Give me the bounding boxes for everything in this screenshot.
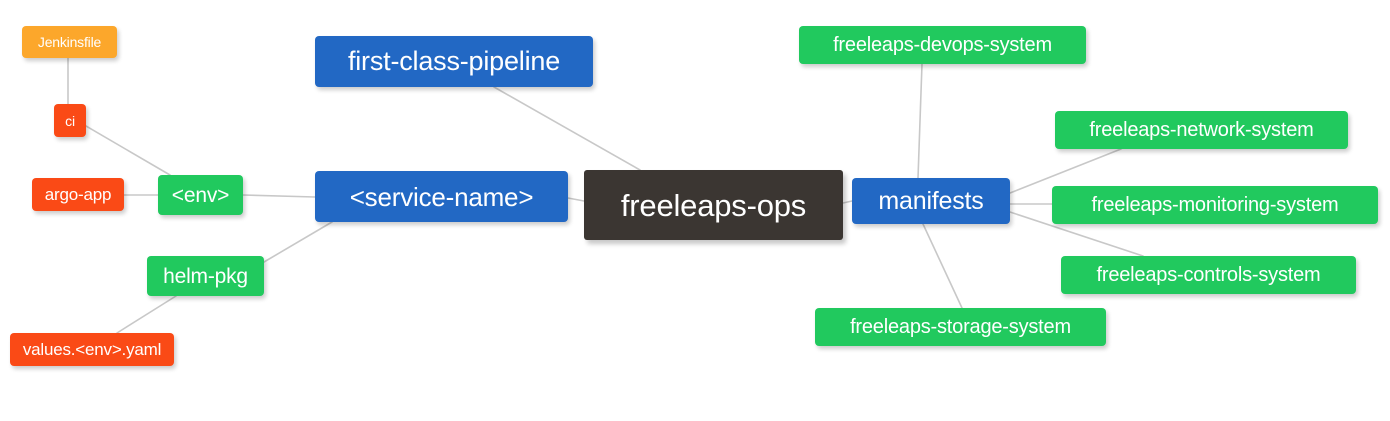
node-freeleaps-storage-system[interactable]: freeleaps-storage-system — [815, 308, 1106, 346]
edge-env-to-ci — [85, 125, 171, 176]
node-label-manifests: manifests — [878, 186, 984, 215]
node-label-values-yaml: values.<env>.yaml — [22, 340, 162, 359]
node-freeleaps-ops[interactable]: freeleaps-ops — [584, 170, 843, 240]
edge-freeleaps-ops-to-manifests — [842, 200, 853, 204]
node-env[interactable]: <env> — [158, 175, 243, 215]
node-argo-app[interactable]: argo-app — [32, 178, 124, 211]
node-service-name[interactable]: <service-name> — [315, 171, 568, 222]
node-first-class-pipeline[interactable]: first-class-pipeline — [315, 36, 593, 87]
node-label-freeleaps-network-system: freeleaps-network-system — [1089, 119, 1314, 141]
node-ci[interactable]: ci — [54, 104, 86, 137]
node-label-env: <env> — [171, 183, 230, 207]
node-label-freeleaps-devops-system: freeleaps-devops-system — [833, 34, 1052, 56]
node-label-freeleaps-monitoring-system: freeleaps-monitoring-system — [1091, 194, 1339, 216]
node-freeleaps-monitoring-system[interactable]: freeleaps-monitoring-system — [1052, 186, 1378, 224]
node-freeleaps-network-system[interactable]: freeleaps-network-system — [1055, 111, 1348, 149]
node-helm-pkg[interactable]: helm-pkg — [147, 256, 264, 296]
node-jenkinsfile[interactable]: Jenkinsfile — [22, 26, 117, 58]
edge-helm-pkg-to-values-yaml — [116, 295, 177, 334]
node-label-ci: ci — [65, 112, 75, 129]
edge-manifests-to-freeleaps-storage-system — [922, 223, 963, 309]
edge-manifests-to-freeleaps-devops-system — [917, 63, 923, 179]
node-label-first-class-pipeline: first-class-pipeline — [347, 46, 561, 76]
node-label-helm-pkg: helm-pkg — [163, 264, 248, 288]
edge-service-name-to-helm-pkg — [263, 221, 333, 263]
edge-freeleaps-ops-to-first-class-pipeline — [493, 86, 641, 171]
node-values-yaml[interactable]: values.<env>.yaml — [10, 333, 174, 366]
node-label-freeleaps-controls-system: freeleaps-controls-system — [1096, 264, 1321, 286]
node-freeleaps-devops-system[interactable]: freeleaps-devops-system — [799, 26, 1086, 64]
edge-freeleaps-ops-to-service-name — [567, 197, 585, 202]
node-label-argo-app: argo-app — [44, 185, 112, 204]
node-label-freeleaps-storage-system: freeleaps-storage-system — [850, 316, 1071, 338]
node-manifests[interactable]: manifests — [852, 178, 1010, 224]
node-label-freeleaps-ops: freeleaps-ops — [620, 187, 807, 223]
node-label-jenkinsfile: Jenkinsfile — [37, 34, 102, 50]
node-label-service-name: <service-name> — [349, 181, 534, 212]
node-freeleaps-controls-system[interactable]: freeleaps-controls-system — [1061, 256, 1356, 294]
edge-service-name-to-env — [242, 194, 316, 198]
